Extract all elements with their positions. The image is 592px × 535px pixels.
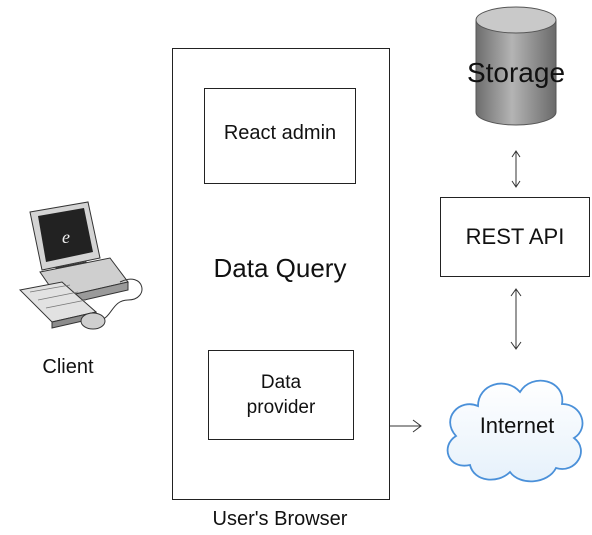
- computer-icon: e: [18, 201, 143, 330]
- data-provider-label-line2: provider: [246, 397, 316, 418]
- client-label: Client: [42, 356, 94, 378]
- arrowhead-provider-to-internet: [412, 419, 422, 433]
- data-provider-box: [208, 350, 354, 440]
- browser-label: User's Browser: [212, 508, 348, 530]
- storage-cylinder-icon: [475, 6, 557, 126]
- storage-label: Storage: [466, 57, 566, 88]
- data-provider-label-line1: Data: [260, 372, 302, 393]
- svg-text:e: e: [62, 227, 70, 247]
- react-admin-box: [204, 88, 356, 184]
- internet-label: Internet: [479, 413, 555, 438]
- react-admin-label: React admin: [223, 122, 337, 144]
- data-query-label: Data Query: [213, 253, 347, 283]
- rest-api-label: REST API: [465, 224, 565, 249]
- rest-api-box: [440, 197, 590, 277]
- cloud-icon: [446, 379, 584, 483]
